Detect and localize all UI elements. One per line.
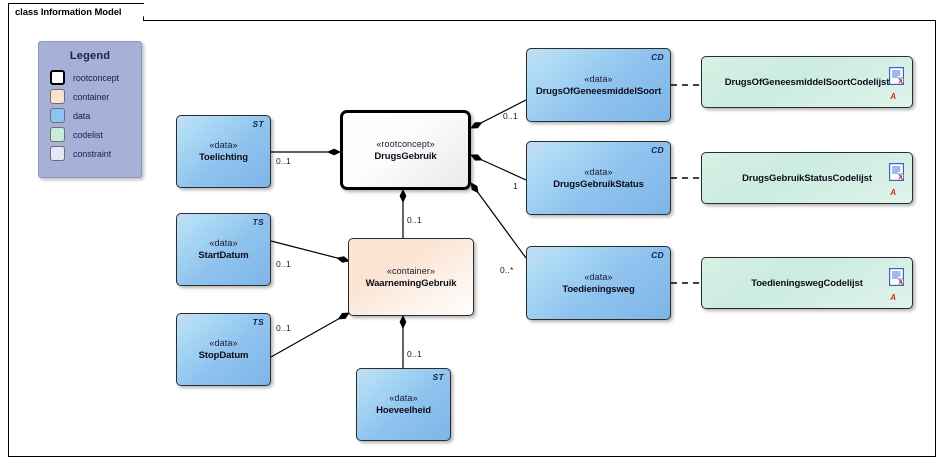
node-drugsgebruik[interactable]: «rootconcept» DrugsGebruik xyxy=(340,110,471,190)
node-corner-type-toelichting: ST xyxy=(252,119,264,129)
multiplicity-startdatum-waarnemingggebruik: 0..1 xyxy=(276,259,291,269)
node-corner-type-toedieningsweg: CD xyxy=(651,250,664,260)
node-corner-type-drugsofgeneesmiddelsoort: CD xyxy=(651,52,664,62)
diagram-title-tab: class Information Model xyxy=(8,3,144,21)
multiplicity-waarnemingggebruik-drugsgebruik: 0..1 xyxy=(407,215,422,225)
multiplicity-stopdatum-waarnemingggebruik: 0..1 xyxy=(276,323,291,333)
legend-swatch-container xyxy=(50,89,65,104)
node-stereotype-toelichting: «data» xyxy=(209,140,238,150)
svg-text:A: A xyxy=(898,175,903,181)
legend-label-codelist: codelist xyxy=(73,129,103,140)
codelist-marker-drugsofgeneesmiddelsoortcodelijst: A xyxy=(890,92,896,101)
legend-swatch-rootconcept xyxy=(50,70,65,85)
node-drugsofgeneesmiddelsoort[interactable]: CD «data» DrugsOfGeneesmiddelSoort xyxy=(526,48,671,122)
node-stereotype-waarnemingggebruik: «container» xyxy=(386,265,436,276)
node-stereotype-toedieningsweg: «data» xyxy=(584,271,613,282)
node-corner-type-hoeveelheid: ST xyxy=(432,372,444,382)
node-startdatum[interactable]: TS «data» StartDatum xyxy=(176,213,271,286)
document-note-icon: A xyxy=(889,268,904,286)
legend-title: Legend xyxy=(69,50,111,62)
legend-item-data: data xyxy=(50,106,141,125)
legend-item-constraint: constraint xyxy=(50,144,141,163)
node-drugsgebruikstatuscodelijst[interactable]: DrugsGebruikStatusCodelijst A A xyxy=(701,152,913,204)
svg-text:A: A xyxy=(898,280,903,286)
legend-swatch-codelist xyxy=(50,127,65,142)
tab-slant-decoration xyxy=(128,4,144,22)
legend-label-constraint: constraint xyxy=(73,148,112,159)
node-name-drugsgebruik: DrugsGebruik xyxy=(374,150,437,162)
node-corner-type-drugsgebruikstatus: CD xyxy=(651,145,664,155)
codelist-name-drugsofgeneesmiddelsoortcodelijst: DrugsOfGeneesmiddelSoortCodelijst xyxy=(724,76,890,88)
svg-text:A: A xyxy=(898,79,903,85)
node-stereotype-drugsgebruikstatus: «data» xyxy=(584,166,613,177)
node-waarnemingggebruik[interactable]: «container» WaarnemingGebruik xyxy=(348,238,474,316)
node-drugsofgeneesmiddelsoortcodelijst[interactable]: DrugsOfGeneesmiddelSoortCodelijst A A xyxy=(701,56,913,108)
node-stereotype-hoeveelheid: «data» xyxy=(389,393,418,403)
node-corner-type-startdatum: TS xyxy=(252,217,264,227)
legend-item-container: container xyxy=(50,87,141,106)
multiplicity-drugsgebruikstatus-drugsgebruik: 1 xyxy=(513,181,518,191)
multiplicity-hoeveelheid-waarnemingggebruik: 0..1 xyxy=(407,349,422,359)
node-name-toedieningsweg: Toedieningsweg xyxy=(562,283,635,295)
node-stereotype-startdatum: «data» xyxy=(209,238,238,248)
node-name-stopdatum: StopDatum xyxy=(198,350,249,361)
legend-label-container: container xyxy=(73,91,110,102)
multiplicity-toedieningsweg-drugsgebruik: 0..* xyxy=(500,265,514,275)
node-name-toelichting: Toelichting xyxy=(199,152,248,163)
diagram-title: class Information Model xyxy=(15,7,122,18)
node-name-hoeveelheid: Hoeveelheid xyxy=(376,405,431,416)
legend-panel: Legend rootconcept container data codeli… xyxy=(38,41,142,178)
codelist-marker-drugsgebruikstatuscodelijst: A xyxy=(890,188,896,197)
node-name-waarnemingggebruik: WaarnemingGebruik xyxy=(365,277,457,289)
legend-label-rootconcept: rootconcept xyxy=(73,72,119,83)
multiplicity-drugsofgeneesmiddelsoort-drugsgebruik: 0..1 xyxy=(503,111,518,121)
node-hoeveelheid[interactable]: ST «data» Hoeveelheid xyxy=(356,368,451,441)
node-name-drugsofgeneesmiddelsoort: DrugsOfGeneesmiddelSoort xyxy=(535,85,662,97)
codelist-marker-toedieningswegcodelijst: A xyxy=(890,293,896,302)
node-stereotype-stopdatum: «data» xyxy=(209,338,238,348)
node-corner-type-stopdatum: TS xyxy=(252,317,264,327)
codelist-name-toedieningswegcodelijst: ToedieningswegCodelijst xyxy=(751,277,863,289)
node-toelichting[interactable]: ST «data» Toelichting xyxy=(176,115,271,188)
legend-item-rootconcept: rootconcept xyxy=(50,68,141,87)
node-toedieningsweg[interactable]: CD «data» Toedieningsweg xyxy=(526,246,671,320)
node-toedieningswegcodelijst[interactable]: ToedieningswegCodelijst A A xyxy=(701,257,913,309)
codelist-name-drugsgebruikstatuscodelijst: DrugsGebruikStatusCodelijst xyxy=(742,172,872,184)
multiplicity-toelichting-drugsgebruik: 0..1 xyxy=(276,156,291,166)
legend-label-data: data xyxy=(73,110,91,121)
node-name-drugsgebruikstatus: DrugsGebruikStatus xyxy=(553,178,644,190)
document-note-icon: A xyxy=(889,67,904,85)
legend-swatch-data xyxy=(50,108,65,123)
node-stereotype-drugsofgeneesmiddelsoort: «data» xyxy=(584,73,613,84)
legend-item-codelist: codelist xyxy=(50,125,141,144)
document-note-icon: A xyxy=(889,163,904,181)
legend-swatch-constraint xyxy=(50,146,65,161)
node-drugsgebruikstatus[interactable]: CD «data» DrugsGebruikStatus xyxy=(526,141,671,215)
node-stopdatum[interactable]: TS «data» StopDatum xyxy=(176,313,271,386)
node-name-startdatum: StartDatum xyxy=(198,250,249,261)
node-stereotype-drugsgebruik: «rootconcept» xyxy=(376,138,435,149)
